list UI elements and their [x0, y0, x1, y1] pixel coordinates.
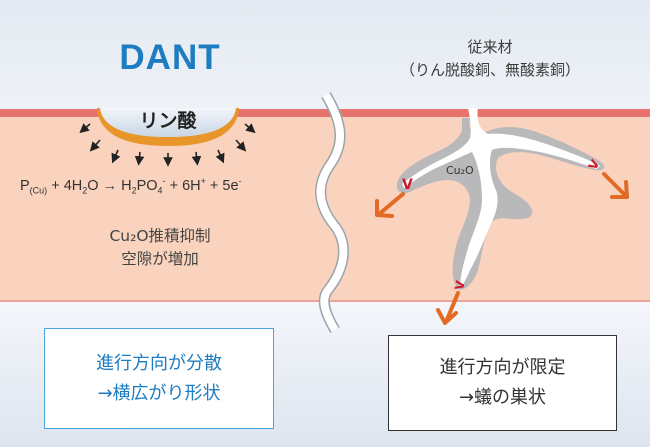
conventional-material-title: 従来材 （りん脱酸銅、無酸素銅）: [350, 36, 630, 82]
cu2o-label: Cu₂O: [446, 164, 474, 177]
eq-arrow: O → H: [87, 177, 132, 194]
phosphate-pit: [97, 108, 239, 146]
eq-po4-sub: 4: [157, 185, 163, 196]
eq-e-sup: -: [238, 176, 242, 186]
note-line1: Cu₂O推積抑制: [109, 227, 211, 245]
phosphoric-acid-label: リン酸: [139, 110, 197, 132]
top-background: [0, 0, 650, 112]
conventional-title-line1: 従来材: [467, 38, 513, 56]
ant-nest-corrosion: V V V: [396, 108, 605, 291]
eq-h2-sub: 2: [131, 185, 137, 196]
eq-po: PO: [136, 177, 158, 194]
dant-result-line1: 進行方向が分散: [96, 352, 222, 374]
eq-p: P: [20, 177, 30, 194]
eq-h-sup: +: [200, 176, 206, 186]
dant-title: DANT: [119, 38, 221, 77]
dant-result-line2: →横広がり形状: [97, 382, 221, 404]
surface-layer: [0, 109, 650, 117]
vacancy-mark: V: [402, 177, 413, 193]
conventional-result-box: 進行方向が限定 →蟻の巣状: [388, 335, 617, 431]
conventional-result-line2: →蟻の巣状: [458, 387, 547, 408]
eq-electrons: + 5e: [205, 177, 239, 194]
progression-arrows: [375, 172, 629, 325]
conventional-result-line1: 進行方向が限定: [439, 357, 566, 378]
eq-hplus: + 6H: [165, 177, 201, 194]
phosphate-film: [97, 108, 239, 146]
dant-effect-note: Cu₂O推積抑制 空隙が増加: [60, 225, 260, 271]
dant-result-box: 進行方向が分散 →横広がり形状: [44, 328, 274, 429]
eq-h2o: + 4H: [47, 177, 83, 194]
note-line2: 空隙が増加: [121, 250, 199, 268]
break-divider: [316, 92, 348, 333]
eq-po4-sup: -: [162, 176, 166, 186]
diffusion-arrows: [79, 123, 256, 167]
void-path: [402, 108, 600, 288]
vacancy-mark: V: [452, 279, 468, 291]
eq-h2o-sub: 2: [82, 185, 88, 196]
eq-p-sub: (Cu): [29, 185, 48, 196]
conventional-title-line2: （りん脱酸銅、無酸素銅）: [399, 61, 580, 79]
reaction-equation: P(Cu) + 4H2O → H2PO4- + 6H+ + 5e-: [20, 176, 242, 196]
